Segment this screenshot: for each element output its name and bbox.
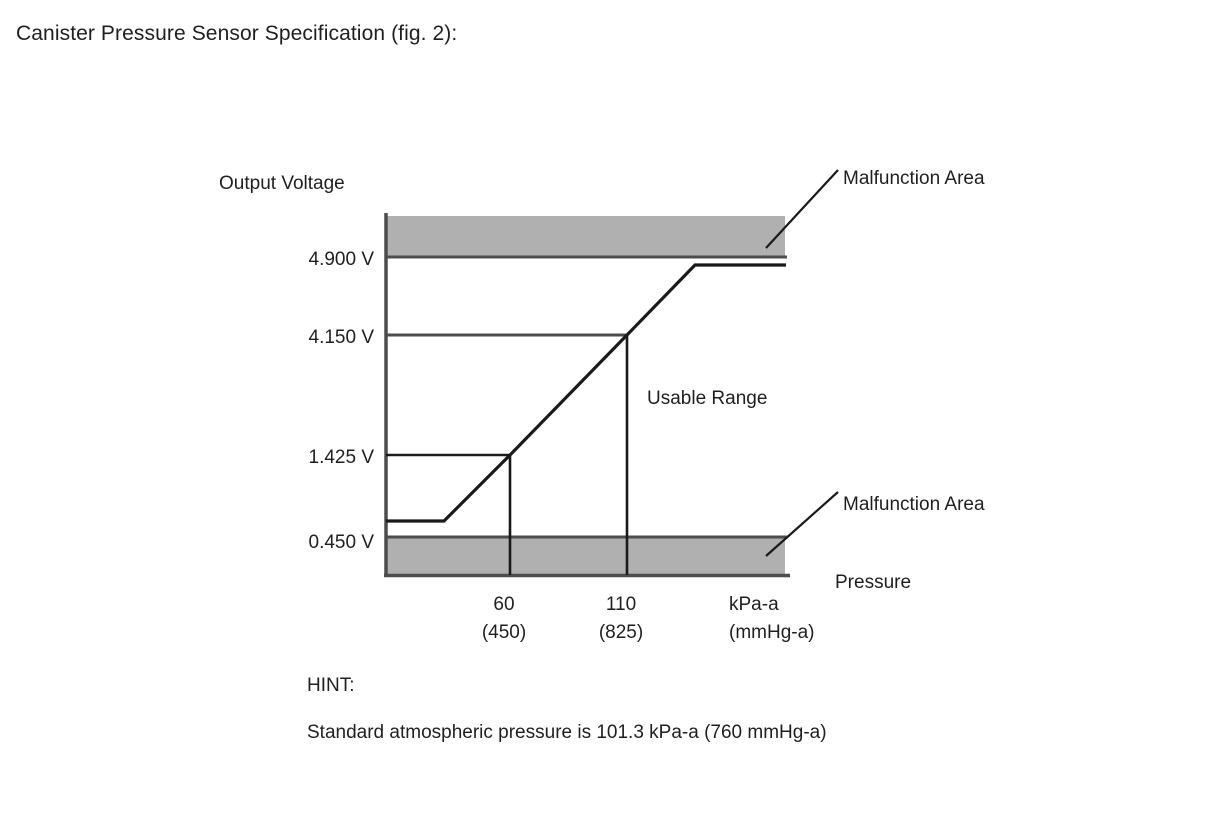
page-title: Canister Pressure Sensor Specification (…: [16, 22, 458, 45]
upper-malfunction-leader-line: [765, 169, 839, 249]
hint-block: HINT: Standard atmospheric pressure is 1…: [307, 675, 827, 744]
hint-text: Standard atmospheric pressure is 101.3 k…: [307, 721, 827, 743]
lower-malfunction-leader-line: [765, 491, 839, 557]
upper-malfunction-band: [386, 216, 785, 257]
sensor-output-curve: [386, 263, 786, 523]
usable-range-label: Usable Range: [647, 388, 767, 409]
hint-label: HINT:: [307, 675, 355, 696]
y-tick-label-1425v: 1.425 V: [309, 447, 375, 468]
y-tick-label-4900v: 4.900 V: [309, 249, 375, 270]
x-axis-name: Pressure: [835, 572, 911, 593]
y-axis-name: Output Voltage: [219, 173, 345, 194]
y-tick-label-0450v: 0.450 V: [309, 532, 375, 553]
x-unit-primary: kPa-a: [729, 594, 779, 615]
lower-malfunction-band: [386, 537, 785, 575]
x-tick-label-110: 110: [606, 594, 636, 615]
x-tick-label-450: (450): [482, 622, 526, 643]
x-tick-label-825: (825): [599, 622, 643, 643]
y-tick-label-4150v: 4.150 V: [309, 327, 375, 348]
upper-malfunction-label: Malfunction Area: [843, 168, 985, 189]
x-unit-secondary: (mmHg-a): [729, 622, 815, 643]
lower-malfunction-label: Malfunction Area: [843, 494, 985, 515]
x-tick-label-60: 60: [493, 594, 514, 615]
